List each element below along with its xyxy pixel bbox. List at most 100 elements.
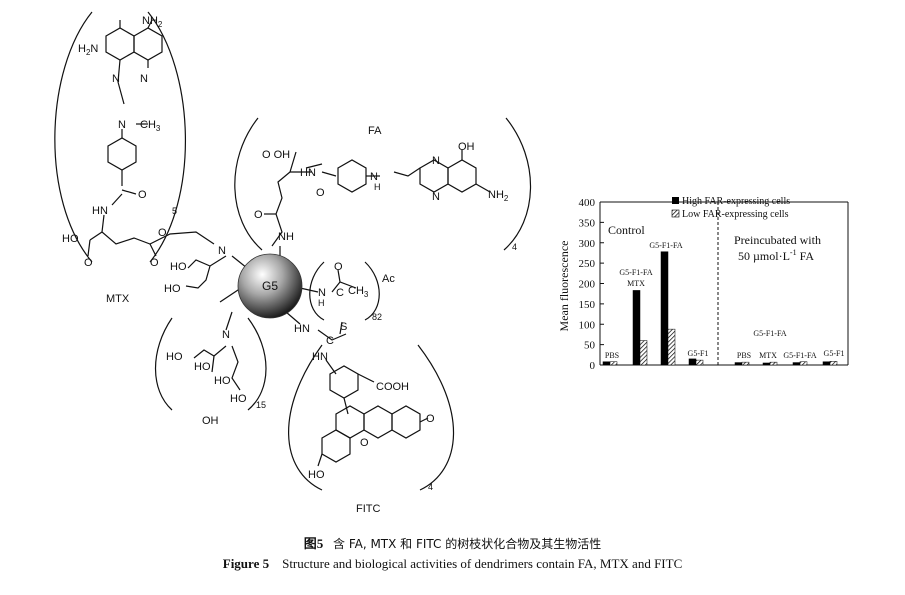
- y-tick-label: 300: [579, 238, 596, 250]
- mtx-n-label: N: [140, 73, 148, 85]
- caption-cn-text: 含 FA, MTX 和 FITC 的树枝状化合物及其生物活性: [333, 537, 602, 551]
- bar-high: [660, 251, 669, 366]
- fitc-count: 4: [428, 482, 433, 492]
- fa-nh2-label: NH2: [488, 189, 509, 203]
- bar-low: [829, 361, 838, 366]
- mtx-n-label: N: [118, 119, 126, 131]
- atom-labels: NH2 H2N N N N CH3 O HN HO O O O N HO HO …: [62, 15, 517, 515]
- oh-label: HO: [164, 283, 181, 295]
- panel-title-control: Control: [608, 223, 645, 237]
- panel-title-concentration: 50 µmol·L-1 FA: [738, 248, 814, 263]
- ac-ch3-label: CH3: [348, 285, 369, 299]
- bar-high: [822, 361, 831, 366]
- legend-low-swatch: [671, 209, 680, 218]
- bar-low: [667, 328, 676, 366]
- bar-label: MTX: [759, 351, 777, 360]
- oh-count: 15: [256, 400, 266, 410]
- legend-high-label: High FAR-expressing cells: [682, 196, 790, 207]
- bar-low: [639, 340, 648, 366]
- fa-count: 4: [512, 242, 517, 252]
- mtx-ho-label: HO: [62, 233, 79, 245]
- mtx-nh2-label: NH2: [142, 15, 163, 29]
- fitc-hn-label: HN: [312, 351, 328, 363]
- fitc-bracket-right: [417, 344, 455, 491]
- mtx-bracket-left: [54, 11, 93, 263]
- fitc-cooh-label: COOH: [376, 381, 409, 393]
- bar-high: [688, 358, 697, 366]
- ac-o-label: O: [334, 261, 343, 273]
- mtx-o-label: O: [138, 189, 147, 201]
- fitc-hn-label: HN: [294, 323, 310, 335]
- mtx-ch3-label: CH3: [140, 119, 161, 133]
- bar-high: [792, 362, 801, 366]
- y-tick-label: 200: [579, 279, 596, 291]
- caption-en-text: Structure and biological activities of d…: [282, 556, 683, 571]
- fa-nh-label: HN: [300, 167, 316, 179]
- bar-high: [734, 362, 743, 366]
- caption-en: Figure 5 Structure and biological activi…: [0, 556, 905, 572]
- mtx-o-label: O: [150, 257, 159, 269]
- oh-label: HO: [166, 351, 183, 363]
- fa-h-label: H: [374, 182, 381, 192]
- bar-label: G5-F1: [688, 349, 709, 358]
- mtx-hn-label: HN: [92, 205, 108, 217]
- legend-high-swatch: [672, 197, 679, 204]
- bar-label: G5-F1-FA: [619, 268, 652, 277]
- ac-c-label: C: [336, 287, 344, 299]
- y-axis-label: Mean fluorescence: [557, 241, 571, 332]
- caption-en-label: Figure 5: [222, 556, 270, 571]
- chart-bars: [602, 251, 838, 366]
- fitc-group-label: FITC: [356, 503, 380, 515]
- bar-high: [602, 361, 611, 366]
- fitc-ho-label: HO: [308, 469, 325, 481]
- fa-o-label: O: [316, 187, 325, 199]
- bar-low: [799, 361, 808, 366]
- fa-n-label: N: [432, 191, 440, 203]
- bar-label: G5-F1: [824, 349, 845, 358]
- fitc-c-label: C: [326, 335, 334, 347]
- fa-bracket-left: [234, 117, 263, 251]
- bar-low: [769, 361, 778, 366]
- mtx-count: 5: [172, 206, 177, 216]
- oh-label: HO: [194, 361, 211, 373]
- y-tick-label: 250: [579, 258, 596, 270]
- bar-low: [741, 361, 750, 366]
- bar-high: [762, 362, 771, 366]
- bar-label: MTX: [627, 279, 645, 288]
- oh-label: HO: [170, 261, 187, 273]
- oh-bracket-left: [155, 317, 173, 411]
- ac-count: 82: [372, 312, 382, 322]
- oh-label: HO: [230, 393, 247, 405]
- bar-label: G5-F1-FA: [783, 351, 816, 360]
- bar-low: [609, 361, 618, 366]
- fa-bracket-right: [503, 117, 532, 251]
- caption-cn-label: 图5: [303, 536, 324, 551]
- fa-n-label: N: [370, 171, 378, 183]
- ac-bracket-right: [364, 261, 380, 321]
- mtx-n-label: N: [112, 73, 120, 85]
- bar-low: [695, 359, 704, 366]
- oh-label: HO: [214, 375, 231, 387]
- fa-n-label: N: [432, 155, 440, 167]
- y-tick-label: 150: [579, 299, 596, 311]
- fa-oh-label: OH: [458, 141, 475, 153]
- mtx-o-label: O: [84, 257, 93, 269]
- y-tick-label: 400: [579, 197, 596, 209]
- fa-nh-label: NH: [278, 231, 294, 243]
- oh-n-label: N: [222, 329, 230, 341]
- legend-low-label: Low FAR-expressing cells: [682, 209, 789, 220]
- panel-title-preincubated: Preincubated with: [734, 233, 821, 247]
- structure-drawing: [54, 11, 532, 491]
- oh-bracket-right: [247, 317, 267, 411]
- y-tick-label: 50: [584, 340, 596, 352]
- ac-group-label: Ac: [382, 273, 395, 285]
- ac-n-label: N: [318, 287, 326, 299]
- y-tick-label: 100: [579, 319, 596, 331]
- mtx-h2n-label: H2N: [78, 43, 98, 57]
- bar-label: PBS: [605, 351, 619, 360]
- fitc-o-label: O: [426, 413, 435, 425]
- y-tick-label: 0: [590, 360, 596, 372]
